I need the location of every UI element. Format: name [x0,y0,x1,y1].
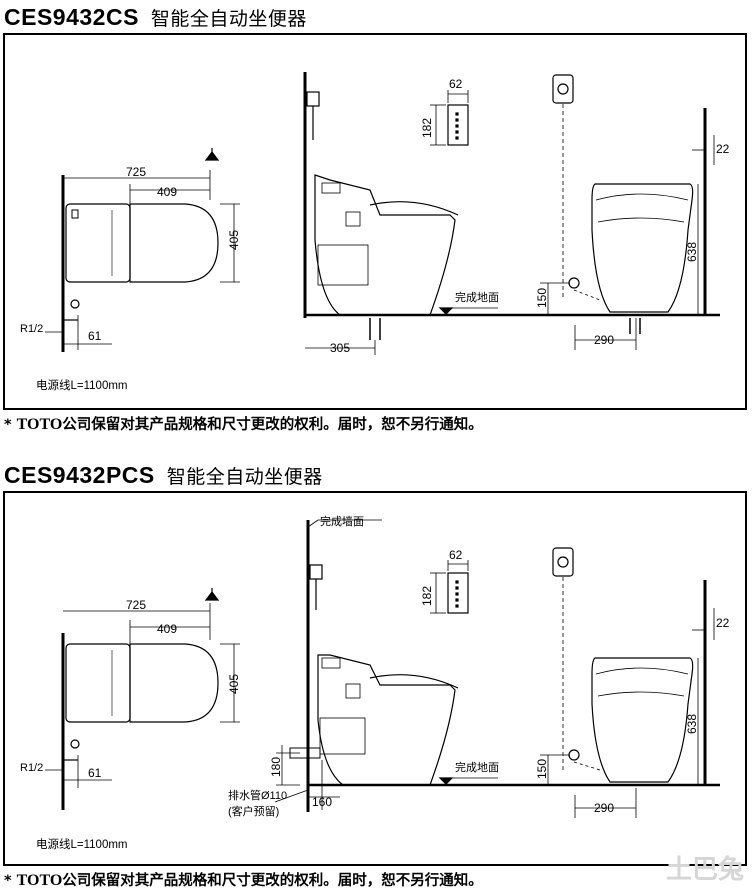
dim-total-length: 725 [126,598,146,612]
floor-label: 完成地面 [455,290,499,304]
inlet-valve [70,299,80,309]
disclaimer-brand: TOTO [16,416,63,433]
dim-seat-length: 409 [157,622,177,636]
dim-drain-height: 180 [269,757,283,777]
dim-inlet-thread: R1/2 [20,323,43,335]
dim-panel-width: 62 [449,548,463,562]
dim-panel-height: 182 [420,586,434,606]
cable-label: 电源线L=1100mm [36,378,128,392]
dim-rough-in-front: 290 [594,333,614,347]
cable-label: 电源线L=1100mm [36,837,128,851]
dim-inlet-offset: 61 [88,329,102,343]
front-view-body [591,183,694,313]
wall-label: 完成墙面 [320,514,364,528]
disclaimer-prefix: * [4,417,17,433]
dim-wall-offset: 22 [716,142,730,156]
dim-seat-length: 409 [157,185,177,199]
model-title-2: CES9432PCS 智能全自动坐便器 [4,462,323,489]
dim-total-length: 725 [126,165,146,179]
disclaimer-2: * TOTO公司保留对其产品规格和尺寸更改的权利。届时，恕不另行通知。 [4,869,483,890]
dim-inlet-thread: R1/2 [20,762,43,774]
dim-width: 405 [227,230,241,250]
dim-height: 638 [685,242,699,262]
dim-width: 405 [227,674,241,694]
top-view-bowl [129,203,219,283]
drain-note: (客户预留) [228,804,279,818]
disclaimer-text: 公司保留对其产品规格和尺寸更改的权利。届时，恕不另行通知。 [62,873,483,889]
disclaimer-brand: TOTO [16,872,63,889]
remote-holder [552,74,574,104]
drawing-frame-2 [3,491,747,866]
floor-label: 完成地面 [455,760,499,774]
model-name-cn: 智能全自动坐便器 [166,466,323,488]
model-name-cn: 智能全自动坐便器 [150,8,307,30]
dim-inlet-offset: 61 [88,766,102,780]
dim-inlet-height: 150 [535,288,549,308]
side-view-body [314,174,456,316]
dim-wall-offset: 22 [716,616,730,630]
control-panel [447,104,469,146]
dim-height: 638 [685,714,699,734]
disclaimer-text: 公司保留对其产品规格和尺寸更改的权利。届时，恕不另行通知。 [62,417,483,433]
disclaimer-prefix: * [4,873,17,889]
dim-panel-height: 182 [420,118,434,138]
dim-panel-width: 62 [449,77,463,91]
model-code: CES9432CS [4,4,139,30]
disclaimer-1: * TOTO公司保留对其产品规格和尺寸更改的权利。届时，恕不另行通知。 [4,413,483,434]
drain-label: 排水管Ø110 [228,788,287,802]
model-title-1: CES9432CS 智能全自动坐便器 [4,4,307,31]
drawing-frame-1 [3,33,747,410]
model-code: CES9432PCS [4,462,155,488]
dim-inlet-height: 150 [535,759,549,779]
dim-rough-in-side: 305 [330,341,350,355]
dim-rough-in-front: 290 [594,801,614,815]
dim-drain-offset: 160 [312,795,332,809]
watermark-logo: 土巴兔 [665,855,744,885]
side-view-seat [369,201,459,216]
